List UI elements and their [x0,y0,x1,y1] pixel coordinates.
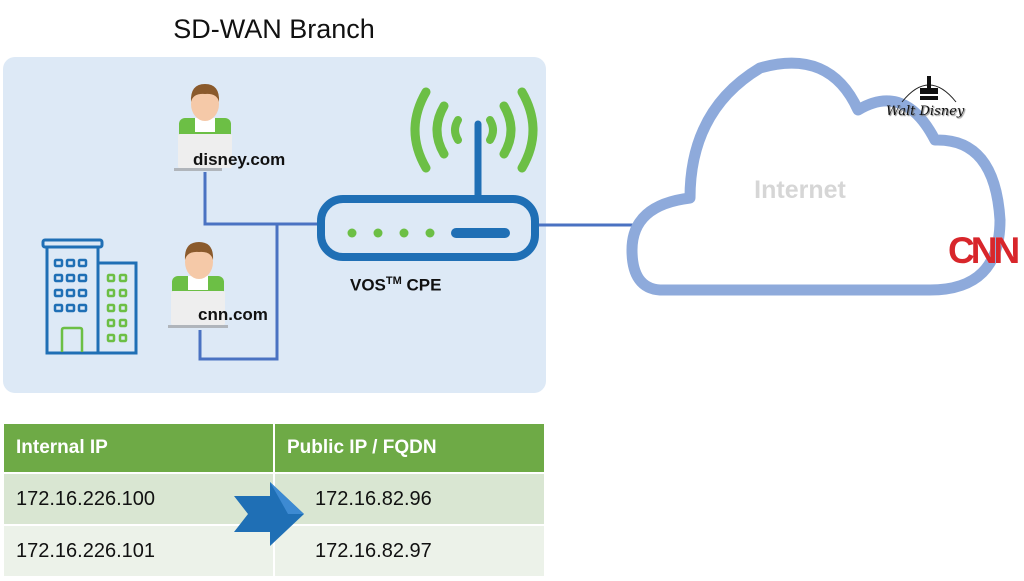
wifi-signal-icon [410,87,538,173]
castle-icon [901,76,957,103]
public-ip-cell: 172.16.82.97 [274,524,546,576]
table-row: 172.16.226.100 172.16.82.96 [4,472,546,525]
branch-title: SD-WAN Branch [173,14,375,44]
walt-disney-text: Walt Disney [886,104,965,119]
table-row: 172.16.226.101 172.16.82.97 [4,524,546,576]
cpe-label-suffix: CPE [401,275,442,295]
user-laptop-icon [168,242,228,328]
header-public-ip: Public IP / FQDN [274,424,546,473]
walt-disney-logo: Walt Disney [886,76,965,119]
cpe-trademark: TM [385,275,402,287]
public-ip-cell: 172.16.82.96 [274,472,546,525]
network-links [198,172,636,361]
office-building-icon [41,238,138,355]
link-cnn-host [198,224,279,361]
internet-label: Internet [754,176,846,204]
cpe-label: VOSTM CPE [350,275,441,296]
cloud-icon [626,57,1006,296]
nat-table: Internal IP Public IP / FQDN 172.16.226.… [4,424,546,576]
user-laptop-icon [174,84,232,171]
cpe-label-name: VOS [350,275,386,295]
internal-ip-cell: 172.16.226.100 [4,472,275,525]
internal-ip-cell: 172.16.226.101 [4,524,275,576]
host-label-cnn: cnn.com [198,305,268,324]
host-label-disney: disney.com [193,150,286,169]
header-internal-ip: Internal IP [4,424,275,473]
link-disney-host [203,172,320,226]
router-icon [317,120,539,261]
nat-table-header: Internal IP Public IP / FQDN [4,424,546,473]
cnn-logo: CNN [948,230,1020,271]
